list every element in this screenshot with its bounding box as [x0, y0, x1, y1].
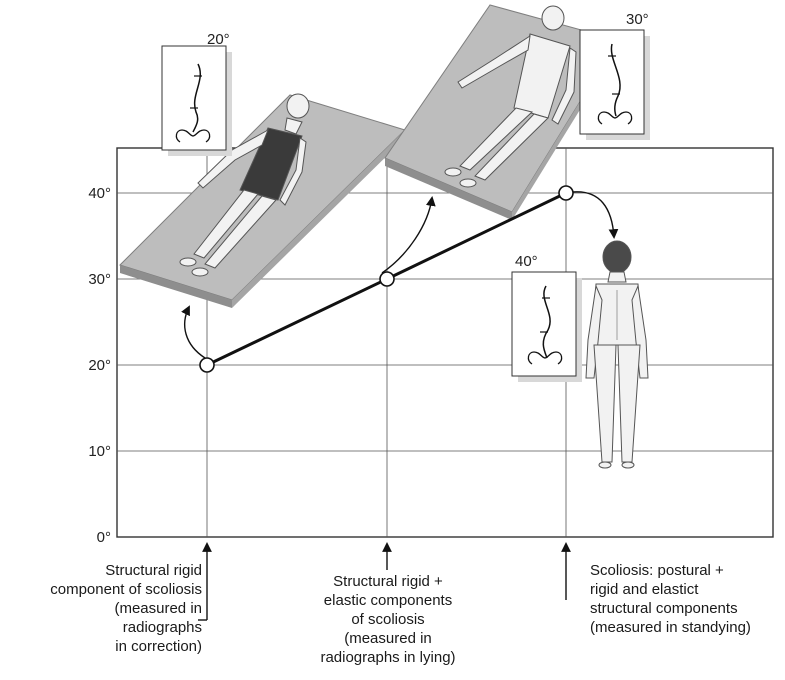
board-lying	[384, 4, 619, 220]
y-tick-label: 40°	[88, 185, 111, 202]
x-category-label-standing: Scoliosis: postural + rigid and elastict…	[590, 562, 751, 636]
spine-inset-20	[161, 45, 232, 156]
x-category-label-lying: Structural rigid + elastic components of…	[320, 573, 456, 666]
data-points	[199, 185, 574, 373]
lying-figure-correction	[179, 93, 310, 277]
y-tick-label: 20°	[88, 357, 111, 374]
y-axis-ticks: 0° 10° 20° 30° 40°	[88, 185, 111, 546]
spine-inset-40	[511, 271, 582, 382]
data-point	[558, 185, 574, 201]
spine-inset-30	[579, 29, 650, 140]
inset-angle-30: 30°	[626, 11, 649, 28]
category-arrows	[198, 542, 571, 621]
arrow-to-correction	[181, 305, 206, 359]
inset-angle-20: 20°	[207, 31, 230, 48]
arrow-to-standing	[572, 191, 619, 239]
y-tick-label: 0°	[97, 529, 111, 546]
y-tick-label: 10°	[88, 443, 111, 460]
data-point	[199, 357, 215, 373]
arrow-to-lying	[381, 196, 436, 274]
standing-figure-back	[585, 240, 649, 469]
y-tick-label: 30°	[88, 271, 111, 288]
x-category-label-correction: Structural rigid component of scoliosis …	[50, 562, 202, 655]
inset-angle-40: 40°	[515, 253, 538, 270]
lying-figure-lying	[444, 5, 577, 188]
board-correction	[119, 93, 406, 308]
data-point	[379, 271, 395, 287]
